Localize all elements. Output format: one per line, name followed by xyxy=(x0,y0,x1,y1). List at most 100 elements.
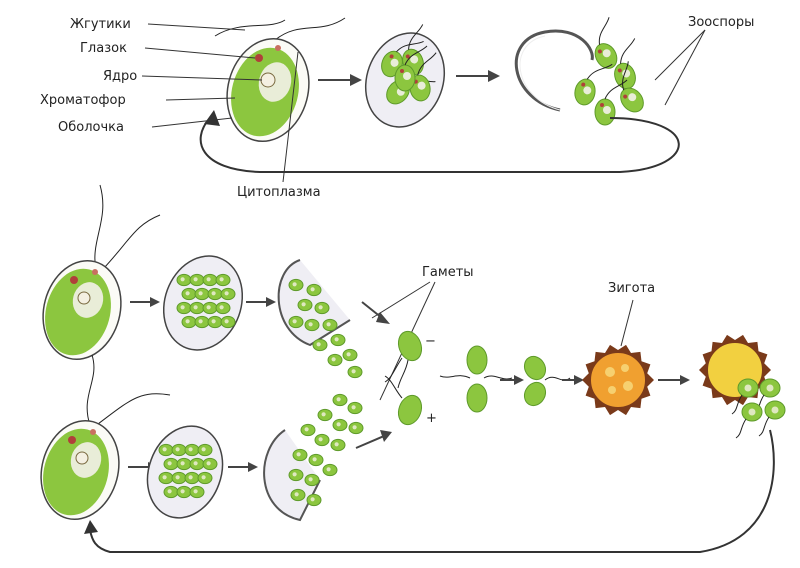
label-gametes: Гаметы xyxy=(422,265,474,280)
label-zoospores: Зооспоры xyxy=(688,15,754,30)
label-plus: + xyxy=(426,411,437,426)
gamete-stream xyxy=(288,278,364,507)
gamete-cell xyxy=(163,457,179,471)
arrow-upper-2 xyxy=(246,297,276,307)
arrow-to-release xyxy=(456,70,500,82)
zoospore-cell xyxy=(620,61,644,113)
parent-cell-lower xyxy=(40,354,171,521)
label-flagella: Жгутики xyxy=(70,17,131,32)
gamete-cell xyxy=(314,301,330,315)
nucleus-shape xyxy=(260,72,276,88)
zoospore-cell xyxy=(594,17,618,69)
fusing-gametes-1 xyxy=(439,345,513,413)
cycle-arrowhead-bottom xyxy=(84,520,98,534)
gamete-cell xyxy=(304,473,320,487)
gamete-cell xyxy=(207,315,223,329)
gamete-cell xyxy=(202,457,218,471)
gamete-cell xyxy=(306,493,322,507)
daughter-cell xyxy=(735,402,763,439)
gamete-cell xyxy=(184,443,200,457)
gamete-cell xyxy=(306,283,322,297)
label-minus: − xyxy=(425,334,436,349)
gamete-cell xyxy=(176,301,192,315)
gamete-cell xyxy=(288,315,304,329)
ruptured-wall xyxy=(514,29,594,112)
gamete-cell xyxy=(288,468,304,482)
zoospore-cell xyxy=(574,63,613,106)
fusing-gametes-2 xyxy=(523,355,571,407)
gamete-cell xyxy=(189,457,205,471)
gamete-cell xyxy=(194,287,210,301)
gamete-cell xyxy=(322,463,338,477)
gamete-cell xyxy=(308,453,324,467)
germinating-zygote xyxy=(699,334,786,439)
gamete-cell xyxy=(207,287,223,301)
gamete-cell xyxy=(292,448,308,462)
gamete-cell xyxy=(189,485,205,499)
label-chromatophore: Хроматофор xyxy=(40,93,126,108)
daughter-cell xyxy=(753,378,781,415)
cycle-arrowhead xyxy=(204,110,220,126)
flagellum xyxy=(274,17,346,41)
arrow-to-germination xyxy=(658,375,690,385)
gamete-cell xyxy=(202,273,218,287)
arrow-gamete-minus xyxy=(361,301,390,324)
leader-zoospores-2 xyxy=(664,29,706,106)
gamete-minus xyxy=(384,330,423,389)
arrow-lower-2 xyxy=(228,462,258,472)
zoospore-cell xyxy=(394,45,428,92)
eyespot-shape xyxy=(255,54,263,62)
vacuole-shape xyxy=(275,45,281,51)
daughter-cell xyxy=(758,400,786,437)
zoosporangium xyxy=(364,24,446,128)
arrow-fusion-2 xyxy=(562,375,584,385)
gamete-cell xyxy=(330,438,346,452)
gamete-cell xyxy=(176,273,192,287)
label-eyespot: Глазок xyxy=(80,41,127,56)
parent-cell-upper xyxy=(42,184,161,361)
gamete-cell xyxy=(171,471,187,485)
gamete-cell xyxy=(317,408,333,422)
gamete-cell xyxy=(202,301,218,315)
gamete-cell xyxy=(348,421,364,435)
gamete-cell xyxy=(176,457,192,471)
gamete-cell xyxy=(290,488,306,502)
gamete-cell xyxy=(297,298,313,312)
flagellum xyxy=(214,19,286,37)
leader-zoospores xyxy=(654,29,706,81)
gamete-cell xyxy=(194,315,210,329)
label-nucleus: Ядро xyxy=(103,69,137,84)
asexual-cycle-loop xyxy=(199,117,680,173)
leader-eyespot xyxy=(144,47,256,59)
gametangium-upper xyxy=(162,255,244,351)
released-zoospores xyxy=(574,17,644,126)
gamete-cell xyxy=(300,423,316,437)
gamete-cell xyxy=(189,301,205,315)
arrow-gamete-plus xyxy=(355,430,392,449)
leader-wall xyxy=(151,117,233,128)
leader-cytoplasm xyxy=(282,51,299,183)
mature-cell xyxy=(214,17,346,143)
gamete-cell xyxy=(330,333,346,347)
gamete-cell xyxy=(171,443,187,457)
leader-nucleus xyxy=(141,75,263,81)
gamete-cell xyxy=(189,273,205,287)
gamete-cell xyxy=(215,301,231,315)
gamete-cell xyxy=(347,401,363,415)
gamete-cell xyxy=(342,348,358,362)
arrow-upper-1 xyxy=(130,297,160,307)
gamete-plus xyxy=(384,375,423,426)
gamete-cell xyxy=(220,287,236,301)
gamete-cell xyxy=(197,443,213,457)
arrow-to-sporangium xyxy=(318,74,362,86)
gamete-cell xyxy=(181,287,197,301)
gamete-cell xyxy=(163,485,179,499)
arrow-fusion-1 xyxy=(500,375,524,385)
leader-chromatophore xyxy=(165,97,236,101)
releasing-sac-upper xyxy=(277,259,351,347)
sexual-cycle-loop xyxy=(89,429,775,553)
gamete-cell xyxy=(184,471,200,485)
leader-gametes-1 xyxy=(371,281,431,319)
